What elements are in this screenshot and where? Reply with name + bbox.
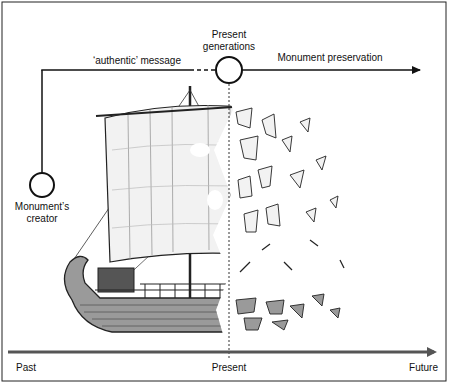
connector-segment — [41, 70, 43, 173]
circle-node: Present generations — [189, 29, 269, 85]
node-label: Monument’s creator — [2, 201, 82, 225]
timeline-label: Future — [407, 362, 440, 374]
connector-segment — [190, 69, 216, 71]
connector — [41, 70, 216, 173]
arrow-label: Monument preservation — [275, 52, 384, 64]
timeline-label: Past — [14, 362, 38, 374]
node-circle — [214, 55, 244, 85]
edge-label: ‘authentic’ message — [91, 55, 183, 67]
connector-segment — [41, 69, 190, 71]
node-label: Present generations — [189, 29, 269, 53]
node-circle — [28, 171, 56, 199]
timeline-label: Present — [210, 362, 248, 374]
circle-node: Monument’s creator — [2, 171, 82, 225]
